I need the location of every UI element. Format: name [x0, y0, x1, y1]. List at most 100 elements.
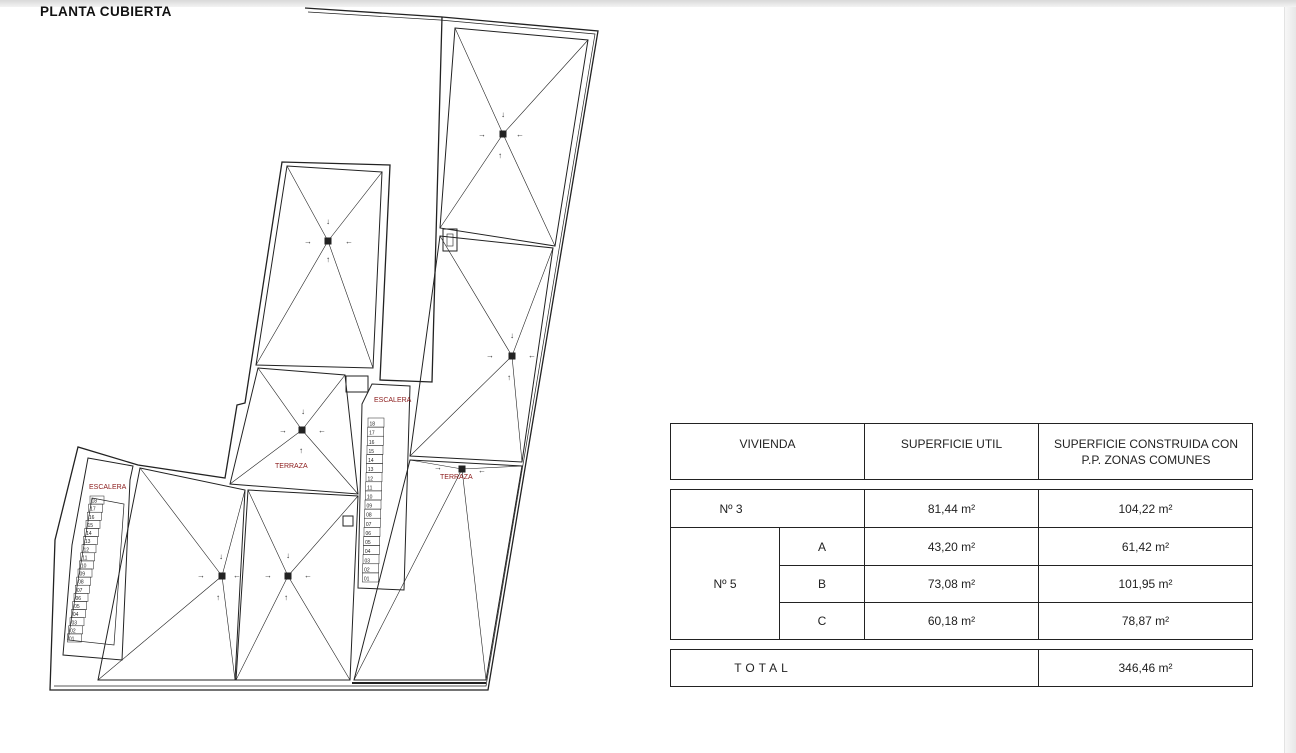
- roof-panel-terraza: [229, 367, 359, 495]
- roof-panel-d: [353, 459, 523, 681]
- svg-text:←: ←: [233, 571, 241, 580]
- svg-text:↑: ↑: [284, 593, 288, 602]
- flow-arrows: ↓→←↑ ↓→←↑ ↓→←↑ →← ↓→←↑ ↓→←↑ ↓→←↑: [197, 110, 536, 602]
- stair-step: [362, 572, 379, 583]
- svg-text:→: →: [478, 130, 486, 139]
- svg-text:↑: ↑: [299, 446, 303, 455]
- table-header: VIVIENDA SUPERFICIE UTIL SUPERFICIE CONS…: [670, 423, 1253, 480]
- table-row-5-vivienda: Nº 5: [713, 576, 737, 591]
- label-terraza-right: TERRAZA: [440, 474, 473, 481]
- stair-step-number: 01: [364, 577, 370, 583]
- stair-step-number: 17: [369, 431, 375, 437]
- drain-2: [499, 130, 507, 138]
- label-terraza-left: TERRAZA: [275, 463, 308, 470]
- plan-title: PLANTA CUBIERTA: [40, 4, 172, 19]
- table-row-3-util: 81,44 m²: [927, 501, 976, 516]
- table-row-5c-construida: 78,87 m²: [1121, 614, 1170, 628]
- table-row-5b-sub: B: [817, 577, 826, 591]
- stair-step-number: 18: [92, 499, 98, 505]
- viewer-top-bar: [0, 0, 1296, 7]
- roof-plan-drawing: ↓→←↑ ↓→←↑ ↓→←↑ →← ↓→←↑ ↓→←↑ ↓→←↑ ESCALER…: [49, 7, 599, 691]
- table-row-5b-util: 73,08 m²: [927, 577, 976, 591]
- svg-text:←: ←: [345, 237, 353, 246]
- stair-step-number: 02: [70, 628, 76, 634]
- svg-text:↓: ↓: [501, 110, 505, 119]
- stair-step-number: 09: [367, 504, 373, 510]
- table-row-5b-construida: 101,95 m²: [1118, 577, 1173, 591]
- svg-text:↓: ↓: [510, 331, 514, 340]
- svg-text:←: ←: [528, 351, 536, 360]
- svg-text:↓: ↓: [219, 552, 223, 561]
- stair-step-number: 04: [365, 549, 371, 555]
- svg-text:↓: ↓: [301, 407, 305, 416]
- header-superficie-construida: SUPERFICIE CONSTRUIDA CON P.P. ZONAS COM…: [1053, 437, 1239, 467]
- stair-step-number: 15: [88, 523, 94, 529]
- table-row-5a-sub: A: [817, 539, 826, 554]
- svg-text:→: →: [264, 571, 272, 580]
- svg-text:↑: ↑: [326, 255, 330, 264]
- stair-step-number: 11: [367, 485, 372, 491]
- skylight-box-2: [345, 375, 369, 393]
- stair-step-number: 15: [369, 449, 375, 455]
- skylight-box-1: [442, 228, 458, 252]
- stair-step-number: 12: [84, 547, 90, 553]
- table-row-3-vivienda: Nº 3: [719, 501, 743, 516]
- roof-panel-b: [439, 27, 589, 247]
- stair-step-number: 05: [74, 604, 80, 610]
- stair-step-number: 03: [365, 558, 371, 564]
- stair-step-number: 01: [69, 637, 75, 643]
- table-total: TOTAL 346,46 m²: [670, 649, 1253, 687]
- svg-text:↓: ↓: [286, 551, 290, 560]
- label-escalera-right: ESCALERA: [374, 397, 412, 404]
- stair-right: [357, 383, 411, 591]
- table-row-3-construida: 104,22 m²: [1118, 501, 1173, 516]
- table-row-5c-util: 60,18 m²: [927, 614, 976, 628]
- stair-step-number: 10: [81, 564, 87, 570]
- stair-step-number: 18: [370, 422, 376, 428]
- roof-panel-g: [235, 489, 359, 681]
- building-outline: [49, 7, 599, 691]
- drain-1: [324, 237, 332, 245]
- stair-step-number: 10: [367, 495, 373, 501]
- drain-4: [458, 465, 466, 473]
- label-escalera-left: ESCALERA: [89, 484, 127, 491]
- drain-3: [508, 352, 516, 360]
- svg-text:←: ←: [318, 426, 326, 435]
- svg-text:→: →: [486, 351, 494, 360]
- stair-step-number: 14: [368, 458, 374, 464]
- stair-step-number: 13: [85, 539, 91, 545]
- stair-step-number: 09: [80, 572, 86, 578]
- vent-box: [342, 515, 354, 527]
- stair-step-number: 08: [78, 580, 84, 586]
- table-row-5a-construida: 61,42 m²: [1121, 539, 1170, 554]
- stair-step-number: 07: [77, 588, 83, 594]
- total-label: TOTAL: [734, 661, 792, 675]
- drain-5: [298, 426, 306, 434]
- stair-step-number: 14: [86, 531, 92, 537]
- table-row-5c-sub: C: [817, 614, 827, 628]
- table-row-5a-util: 43,20 m²: [927, 539, 976, 554]
- header-superficie-util: SUPERFICIE UTIL: [900, 437, 1003, 451]
- svg-text:→: →: [304, 237, 312, 246]
- svg-text:↑: ↑: [498, 151, 502, 160]
- stair-left: [62, 457, 134, 661]
- stair-step-number: 06: [76, 596, 82, 602]
- building-outline-inner: [54, 11, 596, 687]
- stair-step-number: 17: [90, 507, 96, 513]
- stair-step-number: 16: [89, 515, 95, 521]
- svg-text:→: →: [279, 426, 287, 435]
- stair-step-number: 07: [366, 522, 372, 528]
- stair-step-number: 11: [82, 555, 87, 561]
- viewer-scrollbar[interactable]: [1284, 7, 1296, 753]
- drain-6: [218, 572, 226, 580]
- svg-text:→: →: [434, 463, 442, 472]
- svg-text:←: ←: [478, 466, 486, 475]
- stair-step-number: 13: [368, 467, 374, 473]
- svg-text:↑: ↑: [507, 373, 511, 382]
- drain-7: [284, 572, 292, 580]
- stair-step: [67, 633, 82, 643]
- svg-text:←: ←: [304, 571, 312, 580]
- stair-step-number: 02: [364, 567, 370, 573]
